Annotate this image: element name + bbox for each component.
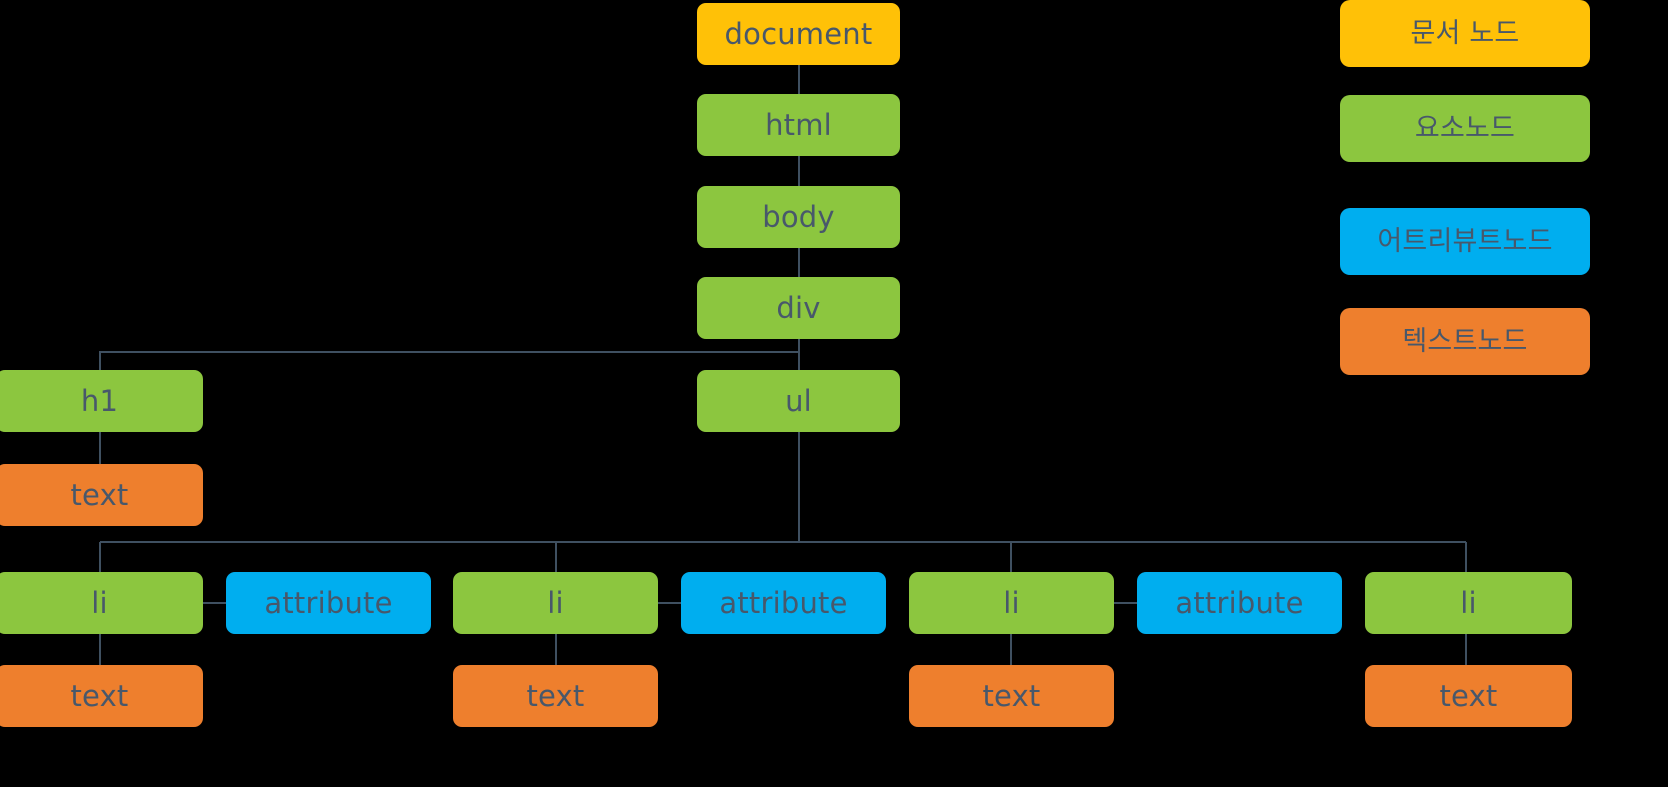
node-li-3[interactable]: li <box>909 572 1114 634</box>
node-li-2-text[interactable]: text <box>453 665 658 727</box>
edge-div-branch <box>98 339 801 370</box>
legend-item-text-node: 텍스트노드 <box>1340 308 1590 375</box>
node-li-3-text[interactable]: text <box>909 665 1114 727</box>
node-li-4-text[interactable]: text <box>1365 665 1572 727</box>
node-html[interactable]: html <box>697 94 900 156</box>
node-div[interactable]: div <box>697 277 900 339</box>
node-ul[interactable]: ul <box>697 370 900 432</box>
node-li-2[interactable]: li <box>453 572 658 634</box>
legend-item-attribute-node: 어트리뷰트노드 <box>1340 208 1590 275</box>
node-h1[interactable]: h1 <box>0 370 203 432</box>
node-body[interactable]: body <box>697 186 900 248</box>
node-li-4[interactable]: li <box>1365 572 1572 634</box>
node-li-1[interactable]: li <box>0 572 203 634</box>
legend-item-element-node: 요소노드 <box>1340 95 1590 162</box>
node-h1-text[interactable]: text <box>0 464 203 526</box>
node-attribute-1[interactable]: attribute <box>226 572 431 634</box>
legend-item-document-node: 문서 노드 <box>1340 0 1590 67</box>
node-li-1-text[interactable]: text <box>0 665 203 727</box>
node-attribute-3[interactable]: attribute <box>1137 572 1342 634</box>
node-document[interactable]: document <box>697 3 900 65</box>
node-attribute-2[interactable]: attribute <box>681 572 886 634</box>
